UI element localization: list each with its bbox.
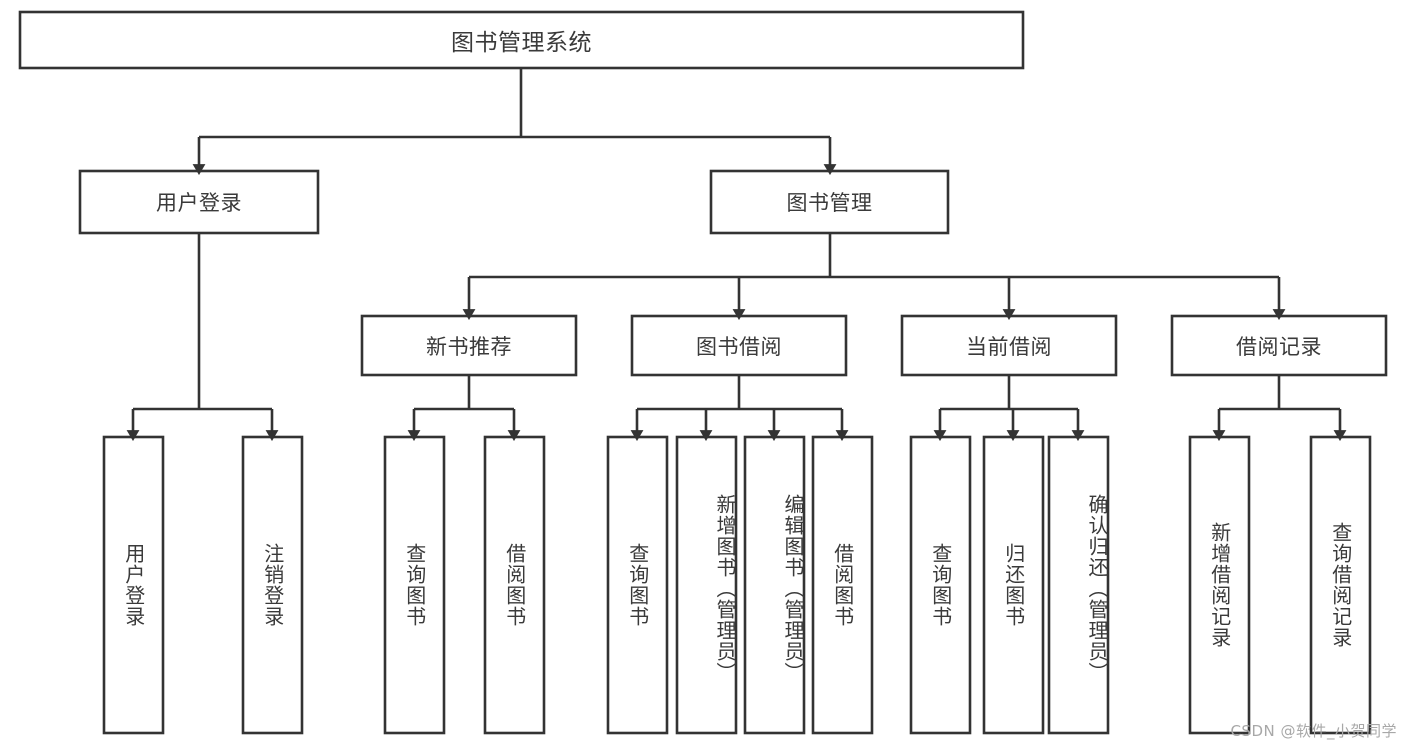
watermark-text: CSDN @软件_小贺同学 — [1230, 722, 1397, 740]
leaf-box-book-borrow-1[interactable] — [675, 435, 738, 735]
leaf-box-new-book-1[interactable] — [483, 435, 546, 735]
leaf-box-borrow-record-0[interactable] — [1188, 435, 1251, 735]
leaf-box-user-login-0[interactable] — [102, 435, 165, 735]
node-box-current-borrow[interactable] — [900, 314, 1118, 377]
leaf-box-book-borrow-0[interactable] — [606, 435, 669, 735]
leaf-box-borrow-record-1[interactable] — [1309, 435, 1372, 735]
leaf-box-current-borrow-2[interactable] — [1047, 435, 1110, 735]
node-box-book-manage[interactable] — [709, 169, 950, 235]
node-box-borrow-record[interactable] — [1170, 314, 1388, 377]
leaf-box-current-borrow-1[interactable] — [982, 435, 1045, 735]
node-box-new-book-recommend[interactable] — [360, 314, 578, 377]
node-box-user-login[interactable] — [78, 169, 320, 235]
leaf-box-book-borrow-2[interactable] — [743, 435, 806, 735]
leaf-box-book-borrow-3[interactable] — [811, 435, 874, 735]
node-box-book-borrow[interactable] — [630, 314, 848, 377]
leaf-box-current-borrow-0[interactable] — [909, 435, 972, 735]
leaf-box-user-login-1[interactable] — [241, 435, 304, 735]
leaf-box-new-book-0[interactable] — [383, 435, 446, 735]
node-box-root[interactable] — [18, 10, 1025, 70]
